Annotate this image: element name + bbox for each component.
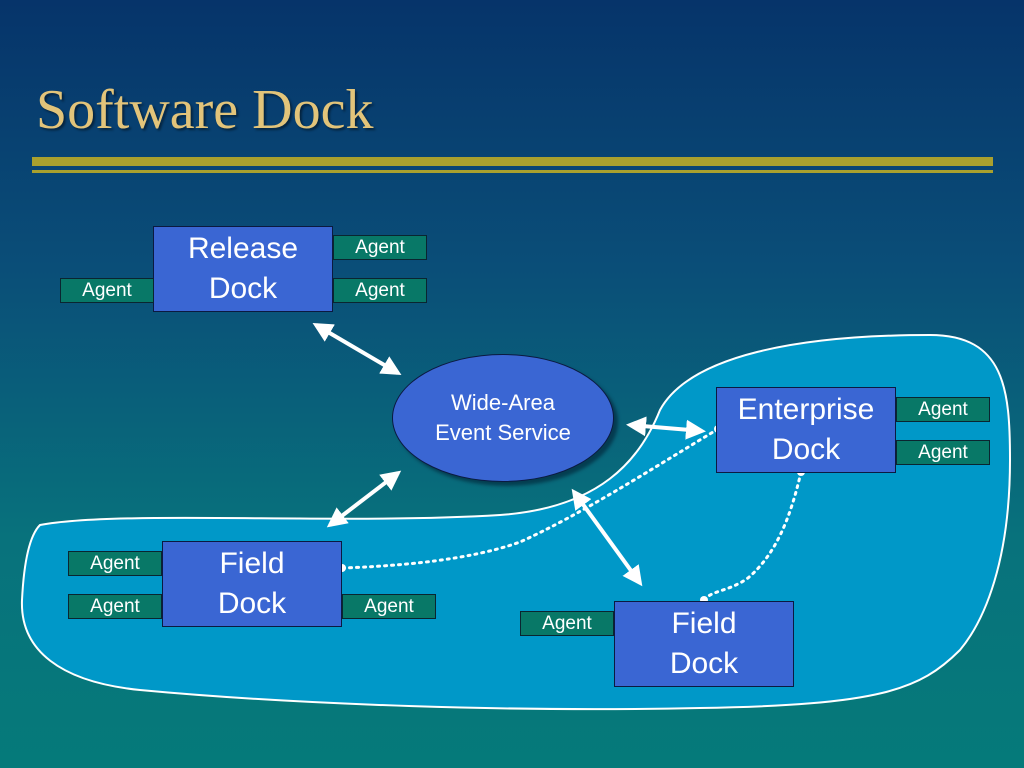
field-dock-left-label-line2: Dock xyxy=(217,587,287,620)
field-dock-left-agent-left-top: Agent xyxy=(68,551,162,576)
field-dock-bottom-agent-left: Agent xyxy=(520,611,614,636)
enterprise-dock: Enterprise Dock xyxy=(716,387,896,473)
arrow-release-to-event-service xyxy=(312,322,402,376)
dotted-link-enterprise-to-field-bottom xyxy=(702,470,803,602)
enterprise-dock-label-line1: Enterprise xyxy=(737,393,875,426)
field-dock-bottom: Field Dock xyxy=(614,601,794,687)
release-dock-agent-right-bottom: Agent xyxy=(333,278,427,303)
enterprise-dock-agent-bottom: Agent xyxy=(896,440,990,465)
field-dock-left-agent-left-bottom: Agent xyxy=(68,594,162,619)
enterprise-dock-label-line2: Dock xyxy=(771,433,841,466)
event-service-label-line2: Event Service xyxy=(435,420,571,445)
field-dock-left: Field Dock xyxy=(162,541,342,627)
title-rule-thick xyxy=(32,157,993,166)
field-dock-left-label-line1: Field xyxy=(219,547,285,580)
release-dock-agent-right-top: Agent xyxy=(333,235,427,260)
release-dock: Release Dock xyxy=(153,226,333,312)
arrow-event-service-to-field-left xyxy=(326,470,402,528)
wide-area-event-service: Wide-Area Event Service xyxy=(392,354,614,482)
field-dock-bottom-label-line1: Field xyxy=(671,607,737,640)
title-rule-thin xyxy=(32,170,993,173)
arrow-event-service-to-enterprise xyxy=(626,416,706,440)
release-dock-label-line1: Release xyxy=(187,232,299,265)
field-dock-left-agent-right: Agent xyxy=(342,594,436,619)
release-dock-agent-left: Agent xyxy=(60,278,154,303)
field-dock-bottom-label-line2: Dock xyxy=(669,647,739,680)
enterprise-dock-agent-top: Agent xyxy=(896,397,990,422)
release-dock-label-line2: Dock xyxy=(208,272,278,305)
event-service-label-line1: Wide-Area xyxy=(451,390,555,415)
slide-title: Software Dock xyxy=(36,79,374,141)
dotted-link-enterprise-to-field-left xyxy=(340,427,720,570)
